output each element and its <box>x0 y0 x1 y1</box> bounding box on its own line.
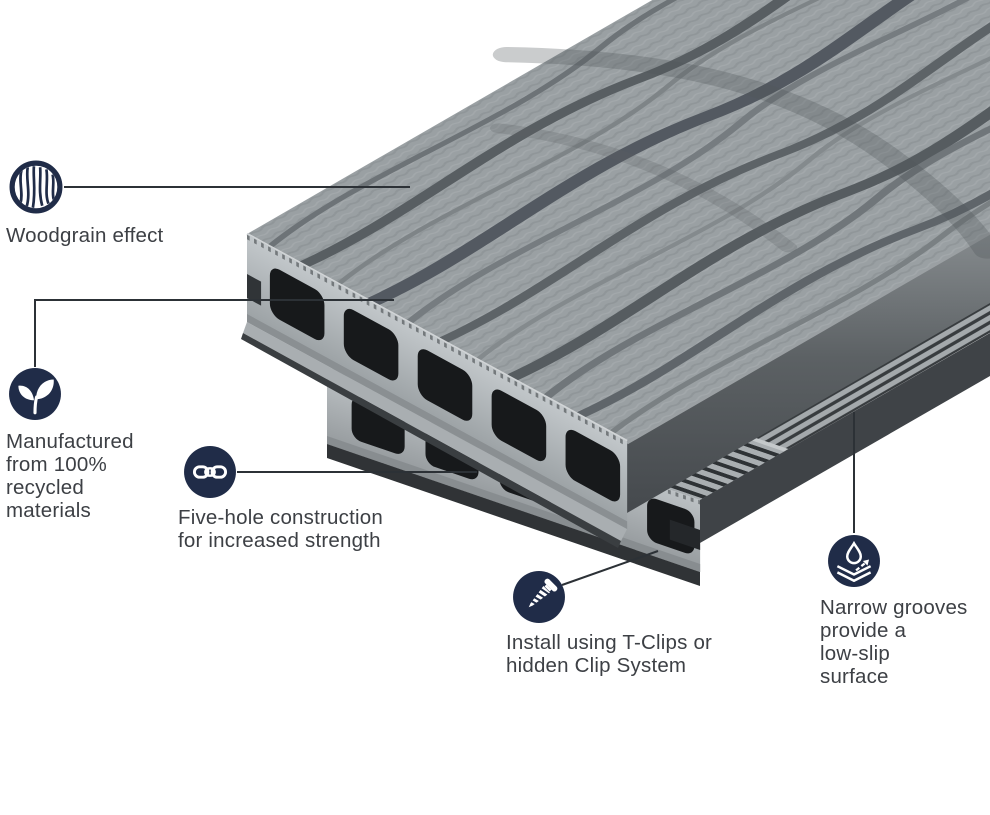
label-line: provide a <box>820 619 907 642</box>
board-hole <box>565 429 621 502</box>
label-line: Narrow grooves <box>820 596 968 619</box>
label-line: recycled <box>6 476 84 499</box>
label-line: surface <box>820 665 889 688</box>
label-line: Install using T-Clips or <box>506 631 713 654</box>
leader-t-clips <box>561 550 659 586</box>
woodgrain-surface <box>247 0 990 442</box>
recycled-label: Manufactured from 100% recycled material… <box>6 430 134 522</box>
top-board <box>241 0 990 548</box>
label-line: Five-hole construction <box>178 506 383 529</box>
top-board-cross-section <box>247 234 628 530</box>
leaf-icon <box>8 367 62 421</box>
label-line: hidden Clip System <box>506 654 687 677</box>
clip-groove-notch <box>669 519 701 551</box>
bottom-board-side-edge <box>700 333 990 543</box>
five-hole-label: Five-hole construction for increased str… <box>178 506 383 552</box>
label-line: Manufactured <box>6 430 134 453</box>
water-drop-layers-icon <box>827 534 881 588</box>
board-hole <box>343 308 399 381</box>
label-line: for increased strength <box>178 529 381 552</box>
top-board-side-edge <box>627 231 990 513</box>
label-line: from 100% <box>6 453 107 476</box>
board-hole <box>417 349 473 421</box>
chain-link-icon <box>183 445 237 499</box>
clip-groove-notch <box>247 274 262 306</box>
t-clips-label: Install using T-Clips or hidden Clip Sys… <box>506 631 712 677</box>
board-hole <box>269 268 325 341</box>
leader-recycled <box>34 299 394 367</box>
narrow-grooves-label: Narrow grooves provide a low-slip surfac… <box>820 596 968 688</box>
woodgrain-label: Woodgrain effect <box>6 224 164 247</box>
label-line: materials <box>6 499 91 522</box>
screw-icon <box>512 570 566 624</box>
board-hole <box>491 389 547 462</box>
callout-lines <box>34 186 855 586</box>
label-line: low-slip <box>820 642 890 665</box>
woodgrain-icon <box>9 160 63 214</box>
